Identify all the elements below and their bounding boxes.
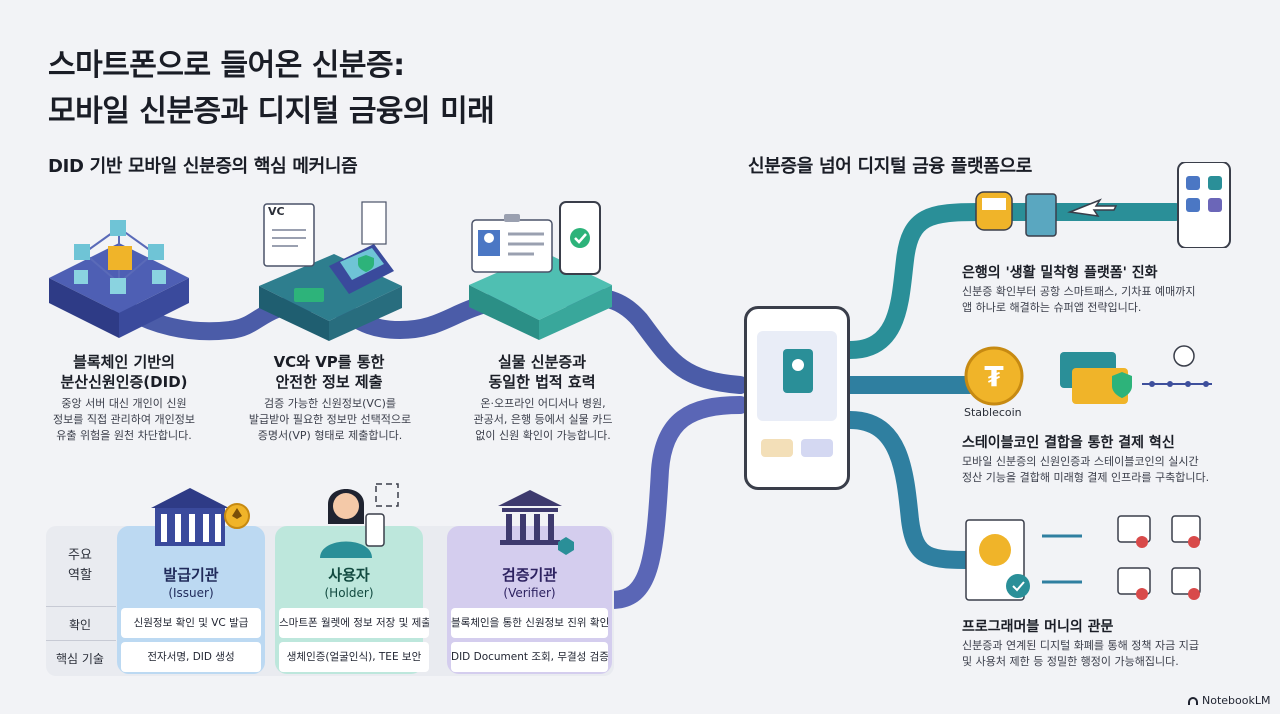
blockchain-cube-icon — [49, 220, 189, 338]
right-section-title: 신분증을 넘어 디지털 금융 플랫폼으로 — [748, 156, 1033, 177]
verifier-tech-cell: DID Document 조회, 무결성 검증 — [451, 642, 608, 672]
right-item-3-body: 신분증과 연계된 디지털 화폐를 통해 정책 자금 지급 및 사용처 제한 등 … — [962, 639, 1199, 668]
id-card-phone-icon — [469, 201, 612, 340]
issuer-confirm-cell: 신원정보 확인 및 VC 발급 — [121, 608, 261, 638]
programmable-money-icon — [965, 515, 1201, 601]
bank-building-icon — [498, 490, 574, 555]
right-item-2-body: 모바일 신분증의 신원인증과 스테이블코인의 실시간 정산 기능을 결합해 미래… — [962, 455, 1210, 484]
government-building-icon — [151, 488, 250, 546]
document-terminal-icon — [259, 201, 402, 341]
holder-confirm-cell: 스마트폰 월렛에 정보 저장 및 제출 — [279, 608, 429, 638]
role-en-issuer: (Issuer) — [168, 586, 214, 600]
lower-flow-path — [603, 396, 749, 609]
brand-label: NotebookLM — [1202, 694, 1271, 707]
feature-2-body: 검증 가능한 신원정보(VC)를 발급받아 필요한 정보만 선택적으로 증명서(… — [248, 397, 412, 442]
issuer-tech-cell: 전자서명, DID 생성 — [121, 642, 261, 672]
feature-2-title: VC와 VP를 통한 안전한 정보 제출 — [273, 353, 385, 391]
svg-text:₮: ₮ — [984, 360, 1004, 393]
notebooklm-logo-icon — [1188, 696, 1198, 705]
right-item-2-title: 스테이블코인 결합을 통한 결제 혁신 — [962, 435, 1175, 451]
right-item-1-body: 신분증 확인부터 공항 스마트패스, 기차표 예매까지 앱 하나로 해결하는 슈… — [962, 285, 1196, 314]
role-name-holder: 사용자 — [328, 566, 370, 584]
role-card-issuer: 발급기관 (Issuer) 신원정보 확인 및 VC 발급 전자서명, DID … — [117, 526, 265, 674]
right-item-3-title: 프로그래머블 머니의 관문 — [962, 619, 1114, 635]
role-name-issuer: 발급기관 — [163, 566, 219, 584]
train-ticket-airplane-icon — [975, 162, 1231, 248]
central-phone — [744, 306, 850, 490]
stablecoin-label: Stablecoin — [964, 406, 1022, 419]
role-en-verifier: (Verifier) — [503, 586, 556, 600]
role-card-verifier: 검증기관 (Verifier) 블록체인을 통한 신원정보 진위 확인 DID … — [447, 526, 612, 674]
brand-mark: NotebookLM — [1188, 694, 1270, 707]
row-label-confirm: 확인 — [68, 618, 92, 632]
title-line-2: 모바일 신분증과 디지털 금융의 미래 — [48, 94, 495, 129]
left-section-title: DID 기반 모바일 신분증의 핵심 메커니즘 — [48, 156, 358, 177]
right-flow-bottom — [841, 411, 984, 569]
row-label-core-tech: 핵심 기술 — [56, 652, 104, 666]
header-label: 주요 역할 — [68, 548, 92, 583]
title-line-1: 스마트폰으로 들어온 신분증: — [48, 48, 405, 83]
person-phone-icon — [320, 483, 399, 558]
right-item-1-title: 은행의 '생활 밀착형 플랫폼' 진화 — [962, 265, 1158, 281]
vc-icon-label: VC — [268, 205, 285, 218]
feature-3-body: 온·오프라인 어디서나 병원, 관공서, 은행 등에서 실물 카드 없이 신원 … — [473, 397, 613, 442]
right-flow-top — [841, 203, 1184, 359]
holder-tech-cell: 생체인증(얼굴인식), TEE 보안 — [279, 642, 429, 672]
feature-3-title: 실물 신분증과 동일한 법적 효력 — [488, 353, 596, 391]
role-en-holder: (Holder) — [324, 586, 374, 600]
feature-1-title: 블록체인 기반의 분산신원인증(DID) — [60, 353, 188, 391]
role-name-verifier: 검증기관 — [501, 566, 558, 584]
upper-flow-path — [111, 287, 749, 394]
feature-1-body: 중앙 서버 대신 개인이 신원 정보를 직접 관리하여 개인정보 유출 위험을 … — [52, 397, 196, 442]
row-divider-2 — [46, 640, 116, 641]
verifier-confirm-cell: 블록체인을 통한 신원정보 진위 확인 — [451, 608, 608, 638]
row-divider-1 — [46, 606, 116, 607]
stablecoin-card-icon: ₮ — [964, 345, 1212, 406]
